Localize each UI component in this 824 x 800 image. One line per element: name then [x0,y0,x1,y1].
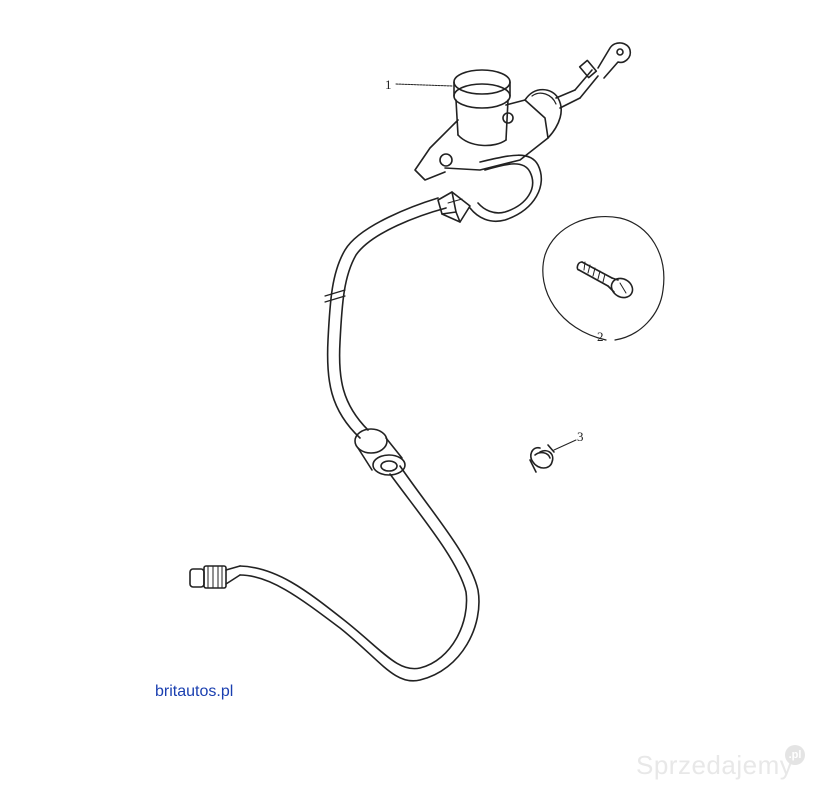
bolt [576,261,634,299]
pipe-grommet [354,428,406,476]
pipe-end-fitting [189,565,241,589]
bolt-detail [542,216,665,341]
site-watermark: britautos.pl [155,683,234,700]
callout-2: 2 [597,329,604,344]
pipe-clip [529,439,577,473]
callout-1: 1 [385,77,392,92]
callout-1-leader [395,83,453,87]
master-cylinder [414,42,632,223]
pipe-union [437,191,471,223]
callout-3: 3 [577,429,584,444]
hydraulic-pipe [239,197,480,682]
brand-watermark: Sprzedajemy [636,750,794,780]
brand-badge: .pl [785,745,805,765]
